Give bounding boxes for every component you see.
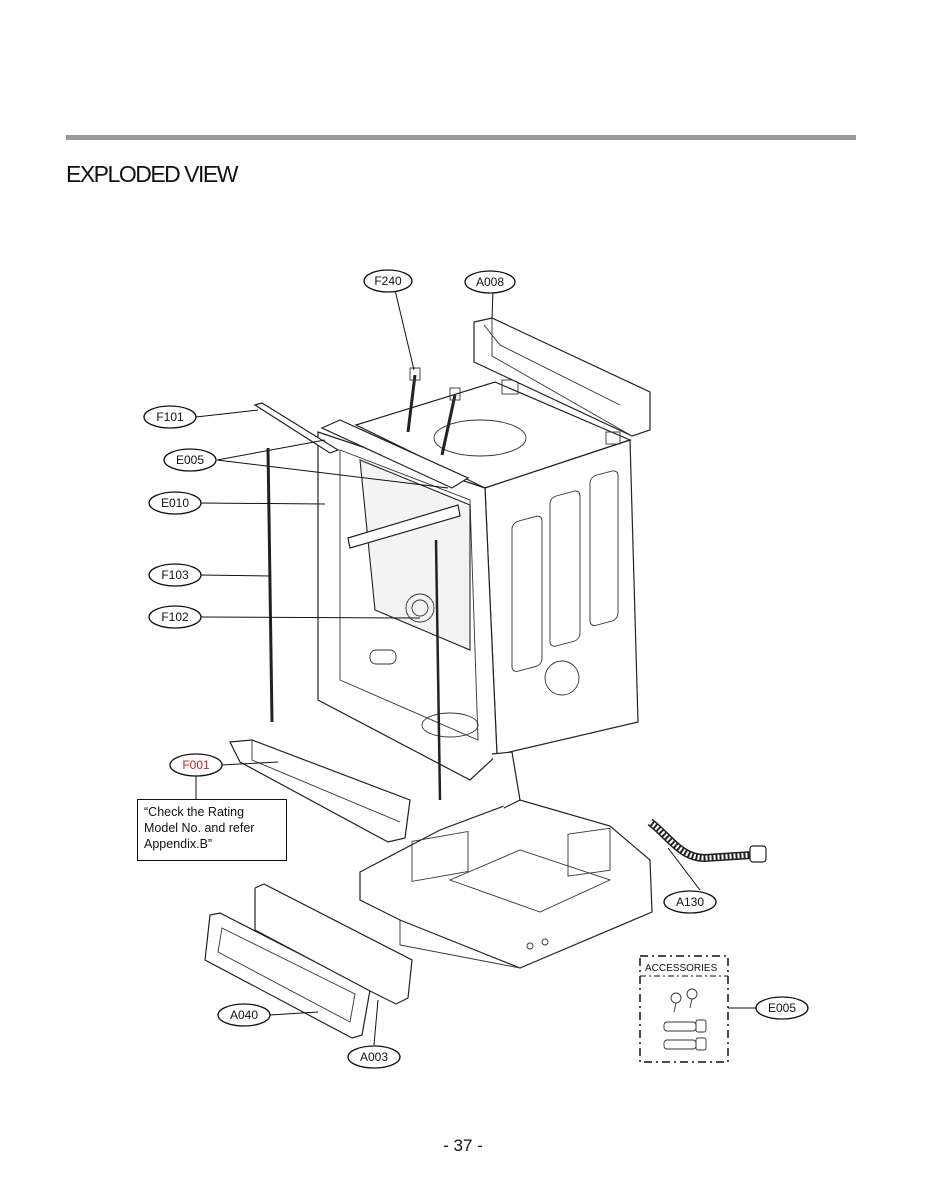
callout-a003: A003 [347,1045,401,1069]
svg-text:E005: E005 [768,1001,796,1015]
bracket-icon [663,1019,707,1051]
toe-kick-panels [204,883,413,1039]
callout-f102: F102 [148,605,202,629]
door-gasket-parts [253,402,470,801]
callout-a008: A008 [464,270,516,294]
callout-f101: F101 [143,405,197,429]
svg-text:A003: A003 [360,1050,388,1064]
drain-hose [647,818,767,863]
svg-text:A040: A040 [230,1008,258,1022]
callout-f240: F240 [363,269,413,293]
control-strip [229,739,411,843]
screw-icon [670,988,698,1013]
callout-f001: F001 [169,753,223,777]
svg-text:F102: F102 [161,610,189,624]
svg-text:F001: F001 [182,758,210,772]
svg-text:F103: F103 [161,568,189,582]
callout-e010: E010 [148,491,202,515]
leader-lines [195,289,758,1046]
page-title: EXPLODED VIEW [66,161,238,187]
rating-note-box: “Check the Rating Model No. and refer Ap… [137,799,287,861]
svg-text:A008: A008 [476,275,504,289]
svg-text:F240: F240 [374,274,402,288]
callout-a040: A040 [217,1003,271,1027]
svg-text:F101: F101 [156,410,184,424]
svg-text:A130: A130 [676,895,704,909]
page-number: - 37 - [443,1136,483,1155]
callout-a130: A130 [663,890,717,914]
base-frame [359,751,653,969]
accessories-label: ACCESSORIES [645,963,718,974]
callout-f103: F103 [148,563,202,587]
callout-e005: E005 [163,448,217,472]
svg-text:E005: E005 [176,453,204,467]
svg-text:E010: E010 [161,496,189,510]
header-rule [66,135,856,140]
accessories-box [639,955,729,1063]
callout-e005-accessories: E005 [755,996,809,1020]
spray-arm-pipes [406,367,461,456]
tub-assembly [317,379,639,781]
